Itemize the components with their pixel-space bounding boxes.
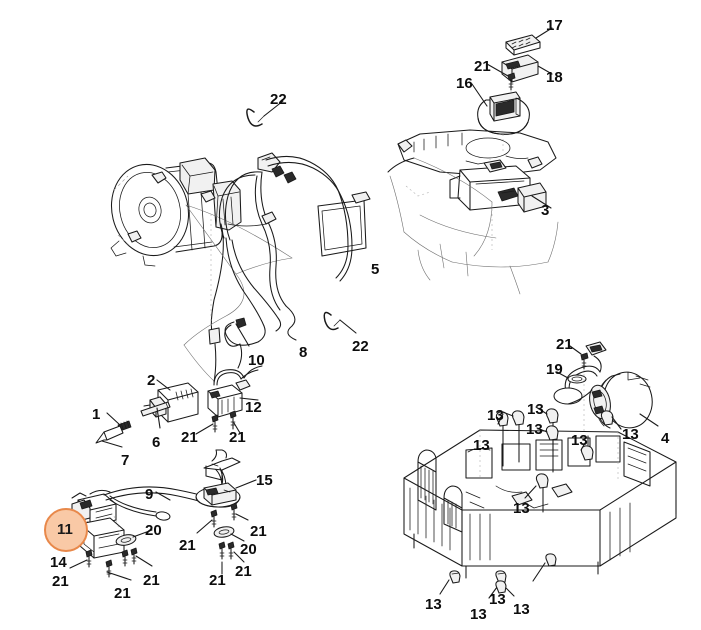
callout-13[interactable]: 13 — [470, 606, 487, 623]
wire-harness-motor-graphic — [553, 341, 607, 405]
callout-21[interactable]: 21 — [181, 429, 198, 446]
cable-10-graphic — [208, 317, 247, 383]
callout-6[interactable]: 6 — [152, 434, 161, 451]
part-11-highlight-label: 11 — [57, 521, 73, 538]
bracket-11-graphic — [71, 489, 117, 527]
callout-10[interactable]: 10 — [248, 352, 265, 369]
callout-18[interactable]: 18 — [546, 69, 563, 86]
callout-13[interactable]: 13 — [473, 437, 490, 454]
screw-21-motor-graphic — [580, 352, 589, 370]
callout-20[interactable]: 20 — [145, 522, 162, 539]
part-11-highlight-ring[interactable] — [44, 508, 88, 552]
callout-21[interactable]: 21 — [52, 573, 69, 590]
engine-assembly-graphic — [110, 157, 242, 333]
callout-13[interactable]: 13 — [526, 421, 543, 438]
rivet-13-11 — [545, 553, 557, 567]
callout-21[interactable]: 21 — [250, 523, 267, 540]
housing-tub-graphic — [387, 157, 559, 295]
callout-13[interactable]: 13 — [513, 500, 530, 517]
callout-8[interactable]: 8 — [299, 344, 308, 361]
callout-21[interactable]: 21 — [235, 563, 252, 580]
mount-15-graphic — [195, 449, 241, 508]
callout-19[interactable]: 19 — [546, 361, 563, 378]
callout-21[interactable]: 21 — [556, 336, 573, 353]
rivet-13-9 — [495, 570, 507, 584]
callout-13[interactable]: 13 — [425, 596, 442, 613]
clip-22-mid-graphic — [323, 311, 341, 331]
callout-21[interactable]: 21 — [179, 537, 196, 554]
rivet-13-10 — [495, 580, 507, 594]
callout-21[interactable]: 21 — [229, 429, 246, 446]
clip-22-top-graphic — [246, 108, 265, 127]
blade-motor-4-graphic — [589, 371, 653, 429]
deck-ghost-outline-graphic — [183, 204, 293, 382]
callout-3[interactable]: 3 — [541, 202, 550, 219]
callout-13[interactable]: 13 — [513, 601, 530, 618]
rivet-13-4 — [545, 425, 559, 473]
part-16-graphic — [477, 91, 530, 135]
screw-21-top-graphic — [507, 72, 516, 91]
screws-21-grommet-right-graphic — [218, 541, 235, 575]
control-module-3-graphic — [449, 159, 547, 213]
callout-13[interactable]: 13 — [487, 407, 504, 424]
grommet-20-right-graphic — [213, 526, 235, 538]
callout-4[interactable]: 4 — [661, 430, 670, 447]
callout-13[interactable]: 13 — [527, 401, 544, 418]
callout-2[interactable]: 2 — [147, 372, 156, 389]
callout-21[interactable]: 21 — [143, 572, 160, 589]
screws-21-mount-15-graphic — [210, 502, 238, 528]
screws-21-bracket-graphic — [85, 549, 113, 578]
wiring-harness-5-graphic — [218, 152, 371, 346]
callout-17[interactable]: 17 — [546, 17, 563, 34]
callout-14[interactable]: 14 — [50, 554, 67, 571]
callout-20[interactable]: 20 — [240, 541, 257, 558]
callout-21[interactable]: 21 — [209, 572, 226, 589]
rivet-13-5 — [580, 435, 594, 461]
callout-22[interactable]: 22 — [352, 338, 369, 355]
callout-12[interactable]: 12 — [245, 399, 262, 416]
part-18-graphic — [501, 54, 539, 83]
callout-16[interactable]: 16 — [456, 75, 473, 92]
rivets-13-graphic — [439, 406, 622, 599]
pin-6-graphic — [140, 401, 171, 417]
rivet-13-6 — [600, 410, 614, 426]
screws-21-grommet-left-graphic — [121, 547, 138, 567]
callout-13[interactable]: 13 — [489, 591, 506, 608]
callout-13[interactable]: 13 — [571, 432, 588, 449]
callout-5[interactable]: 5 — [371, 261, 380, 278]
callout-22[interactable]: 22 — [270, 91, 287, 108]
callout-13[interactable]: 13 — [622, 426, 639, 443]
chassis-base-graphic — [403, 429, 677, 579]
rivet-13-8 — [449, 570, 461, 584]
seal-19-graphic — [567, 374, 587, 384]
callout-21[interactable]: 21 — [474, 58, 491, 75]
callout-21[interactable]: 21 — [114, 585, 131, 602]
screws-21-under-12-graphic — [211, 410, 237, 433]
callout-9[interactable]: 9 — [145, 486, 154, 503]
callout-7[interactable]: 7 — [121, 452, 130, 469]
probe-7-graphic — [95, 425, 124, 444]
rivet-13-7 — [535, 473, 549, 513]
part-17-graphic — [505, 34, 541, 56]
callout-15[interactable]: 15 — [256, 472, 273, 489]
grommet-20-left-graphic — [113, 515, 137, 546]
callout-1[interactable]: 1 — [92, 406, 101, 423]
